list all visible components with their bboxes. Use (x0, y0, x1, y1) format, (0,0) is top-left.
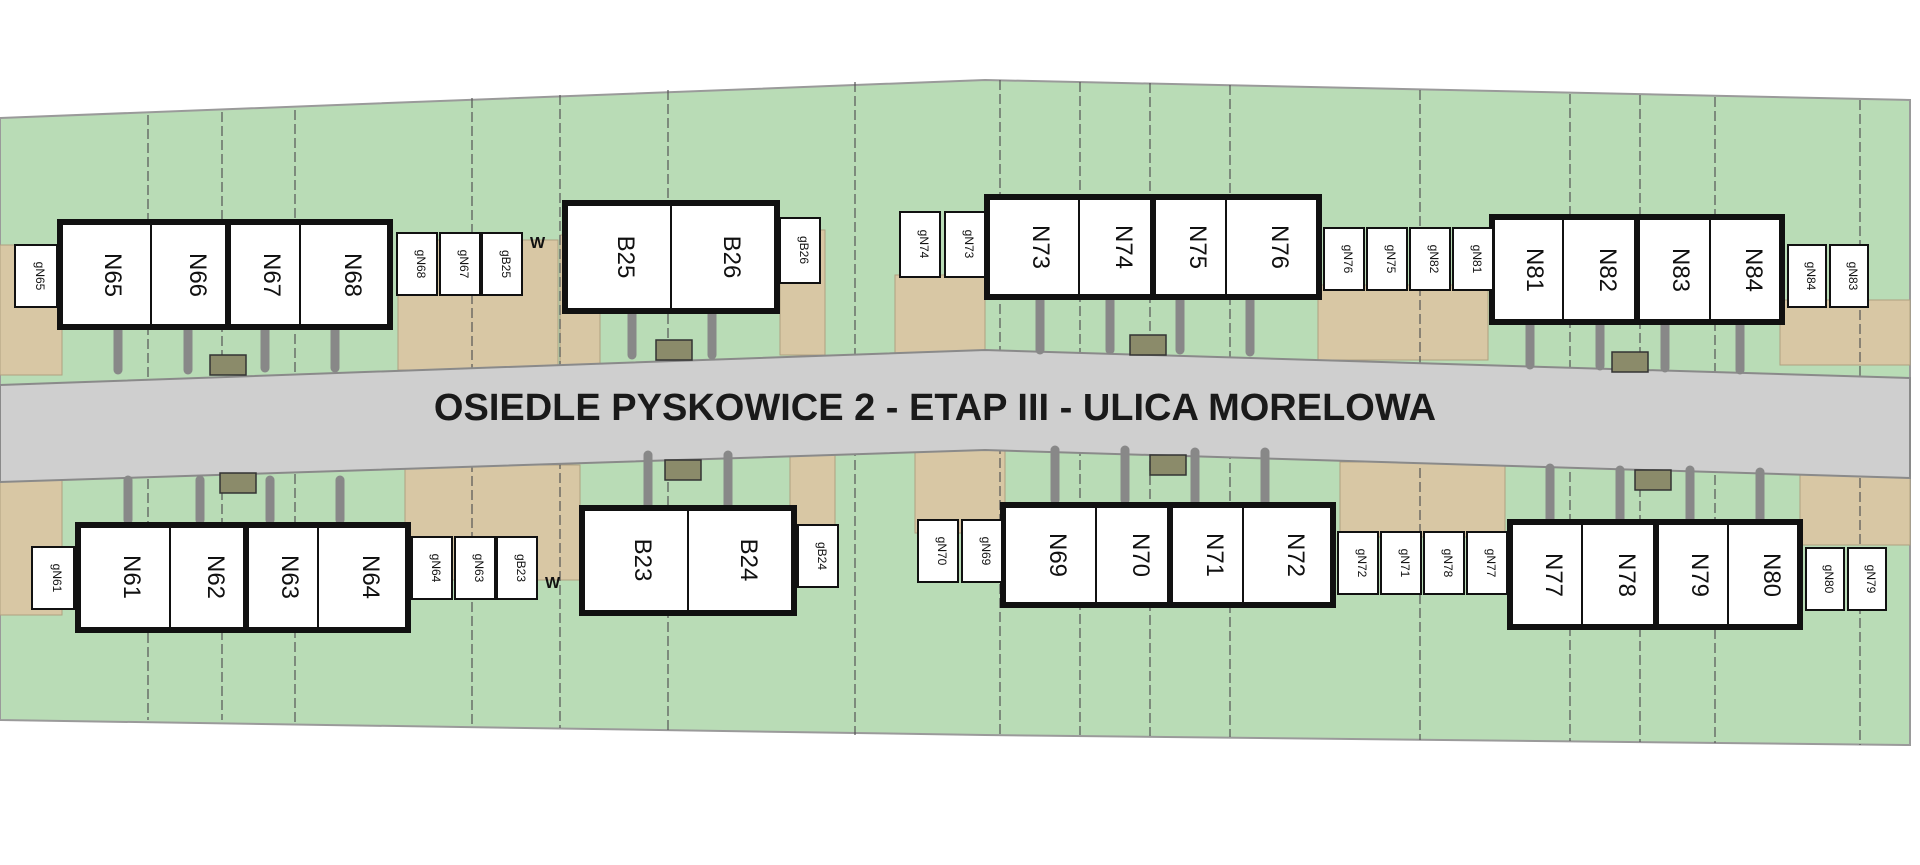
unit-label: N73 (1027, 225, 1054, 269)
unit-label: N80 (1758, 553, 1785, 597)
unit-label: N83 (1667, 248, 1694, 292)
garage-label: gN65 (33, 262, 47, 291)
unit-label: N61 (118, 555, 145, 599)
garage-label: gB24 (815, 542, 829, 570)
garage-labels: gN65 gN68 gN67 gB25 gB26 gN74 gN73 gN76 … (33, 230, 1860, 291)
utility-boxes (209, 334, 1672, 494)
street-title: OSIEDLE PYSKOWICE 2 - ETAP III - ULICA M… (434, 387, 1436, 429)
garage-label: gN82 (1427, 245, 1441, 274)
unit-label: N74 (1110, 225, 1137, 269)
road (0, 348, 1911, 484)
unit-label: N81 (1521, 248, 1548, 292)
block-n77-n80: N77 N78 N79 N80 (1507, 519, 1803, 630)
unit-label: N65 (99, 253, 126, 297)
garage-label: gN68 (414, 250, 428, 279)
garage-label: gB25 (499, 250, 513, 278)
garage-label: gN81 (1470, 245, 1484, 274)
unit-label: N77 (1540, 553, 1567, 597)
block-b23-b24: B23 B24 (579, 505, 797, 616)
block-n81-n84: N81 N82 N83 N84 (1489, 214, 1785, 325)
garage-label: gN84 (1804, 262, 1818, 291)
unit-label: B24 (735, 539, 762, 582)
garage-label: gN79 (1864, 565, 1878, 594)
garage-label: gN70 (935, 537, 949, 566)
unit-label: N71 (1201, 533, 1228, 577)
garage-group (31, 519, 1887, 611)
block-n69-n72: N69 N70 N71 N72 (1000, 502, 1336, 608)
driveways (113, 295, 1765, 527)
unit-label: N68 (339, 253, 366, 297)
garage-labels: gN61 gN64 gN63 gB23 gB24 gN70 gN69 gN72 … (50, 537, 1878, 594)
unit-label: N62 (202, 555, 229, 599)
unit-label: N76 (1266, 225, 1293, 269)
w-marker-bottom: W (545, 575, 561, 592)
unit-label: N78 (1613, 553, 1640, 597)
garage-label: gN63 (472, 554, 486, 583)
unit-label: N66 (184, 253, 211, 297)
garage-label: gN73 (962, 230, 976, 259)
block-n61-n64: N61 N62 N63 N64 (75, 522, 411, 633)
unit-label: N82 (1594, 248, 1621, 292)
unit-label: N64 (357, 555, 384, 599)
garage-label: gB26 (797, 236, 811, 264)
unit-label: B25 (612, 236, 639, 279)
unit-label: N70 (1127, 533, 1154, 577)
unit-label: N63 (276, 555, 303, 599)
garage-label: gN64 (429, 554, 443, 583)
garage-label: gN74 (917, 230, 931, 259)
block-b25-b26: B25 B26 (562, 200, 780, 314)
unit-label: N69 (1044, 533, 1071, 577)
unit-label: N84 (1740, 248, 1767, 292)
garage-label: gN76 (1341, 245, 1355, 274)
unit-label: B23 (629, 539, 656, 582)
garage-label: gN61 (50, 564, 64, 593)
block-n65-n68: N65 N66 N67 N68 (57, 219, 393, 330)
garage-label: gN72 (1355, 549, 1369, 578)
garage-label: gN71 (1398, 549, 1412, 578)
unit-label: N72 (1282, 533, 1309, 577)
unit-label: N75 (1184, 225, 1211, 269)
unit-label: N79 (1686, 553, 1713, 597)
unit-label: N67 (258, 253, 285, 297)
garage-label: gN69 (979, 537, 993, 566)
garage-label: gN80 (1822, 565, 1836, 594)
garage-group (14, 211, 1869, 308)
unit-label: B26 (718, 236, 745, 279)
garage-label: gB23 (514, 554, 528, 582)
garage-label: gN78 (1441, 549, 1455, 578)
block-n73-n76: N73 N74 N75 N76 (984, 194, 1322, 300)
w-marker-top: W (530, 235, 546, 252)
garage-label: gN75 (1384, 245, 1398, 274)
garage-label: gN67 (457, 250, 471, 279)
garage-label: gN77 (1484, 549, 1498, 578)
garage-label: gN83 (1846, 262, 1860, 291)
